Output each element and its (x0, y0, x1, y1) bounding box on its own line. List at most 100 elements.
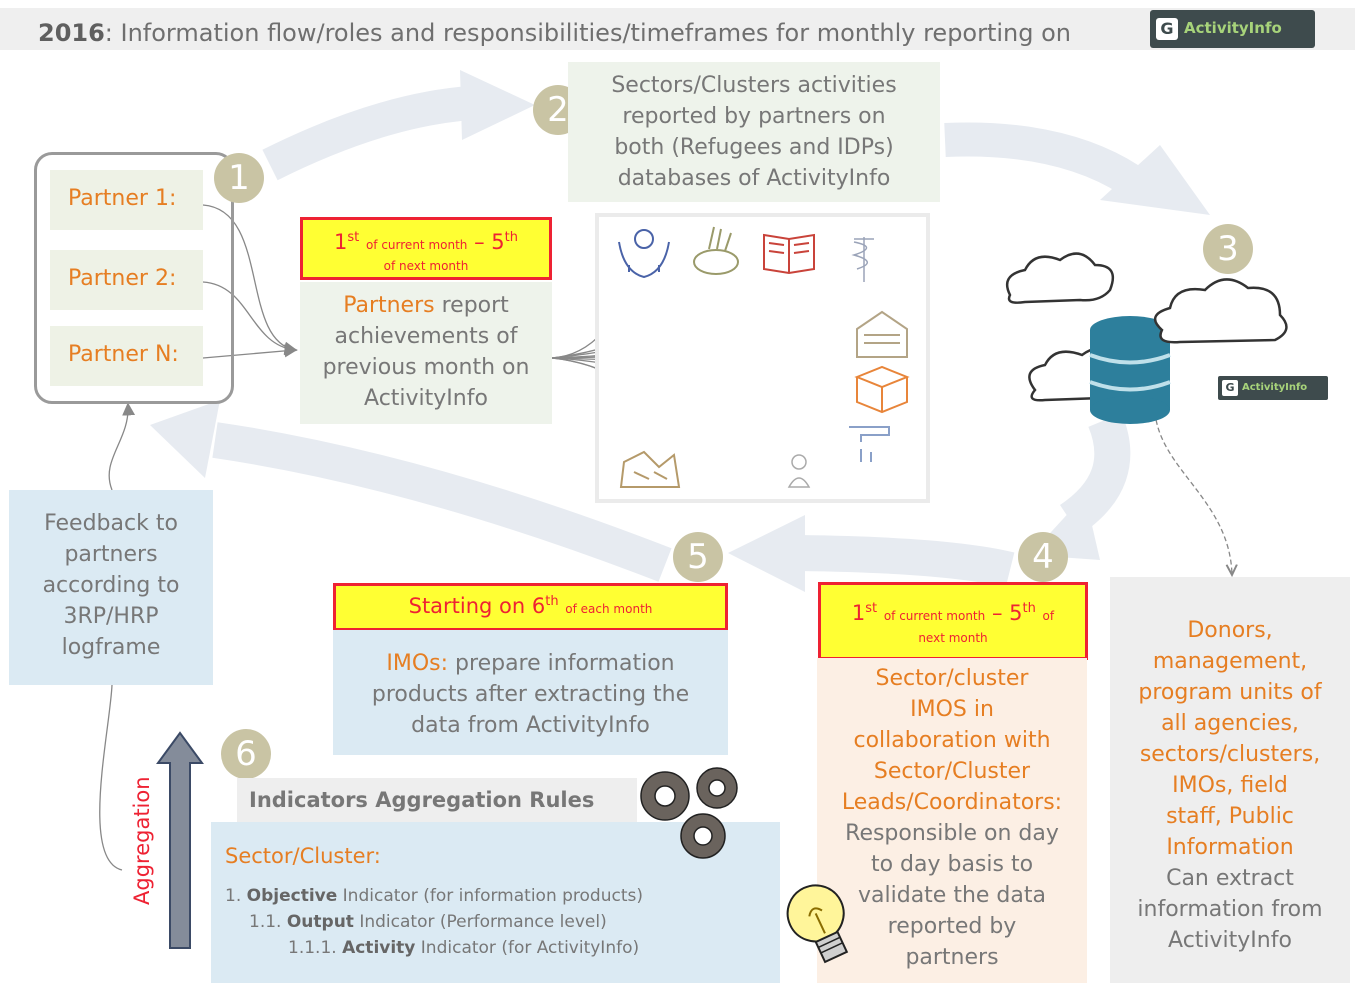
imo-line: prepare information (448, 651, 675, 676)
cloud-front-icon (1153, 278, 1288, 344)
step-3-badge: 3 (1203, 224, 1253, 274)
activityinfo-cloud-database (1005, 252, 1288, 424)
step-4-badge: 4 (1018, 532, 1068, 582)
sector-icons-drawing (618, 226, 910, 488)
step-1-badge: 1 (214, 153, 264, 203)
flow-arrow-1-to-2 (262, 70, 535, 181)
title-text: : Information flow/roles and responsibil… (104, 19, 1072, 47)
sector-imo-line: Responsible on day (845, 821, 1059, 846)
partner-2-box: Partner 2: (50, 250, 203, 310)
sector-imo-line: reported by (887, 914, 1017, 939)
flow-arrow-5-to-1 (150, 400, 672, 582)
v-period-end-sup: th (1022, 601, 1036, 616)
indicator-text: Indicator (for information products) (337, 886, 643, 906)
partner-1-box: Partner 1: (50, 170, 203, 230)
sector-imo-highlight: IMOS in (910, 697, 994, 722)
period-start-sup: st (347, 230, 360, 245)
indicator-bold: Activity (342, 938, 416, 958)
period-end-num: 5 (491, 230, 505, 254)
flow-arrow-4-to-5 (728, 515, 1015, 592)
validation-period-badge: 1st of current month – 5th of next month (818, 582, 1088, 660)
cloud-activityinfo-logo: G ActivityInfo (1218, 376, 1328, 400)
imo-period-sup: th (545, 594, 559, 609)
activityinfo-logo: G ActivityInfo (1150, 10, 1315, 48)
education-icon (763, 233, 815, 275)
indicator-text: Indicator (for ActivityInfo) (415, 938, 640, 958)
partners-report-line: previous month on (322, 355, 530, 380)
imo-period-text: Starting on 6 (408, 594, 546, 618)
step-6-badge: 6 (221, 729, 271, 779)
donors-highlight: Donors, (1187, 618, 1273, 643)
imo-period-badge: Starting on 6th of each month (333, 583, 728, 631)
period-dash: – (474, 230, 485, 254)
food-security-icon (693, 226, 739, 275)
sectors-line: databases of ActivityInfo (617, 166, 891, 191)
child-protection-icon (787, 454, 811, 488)
sector-imo-line: to day basis to (870, 852, 1034, 877)
donors-line: Can extract (1166, 866, 1294, 891)
feedback-line: according to (42, 573, 180, 598)
aggregation-arrow (156, 731, 204, 949)
title-year: 2016 (38, 19, 105, 47)
indicator-num: 1.1.1. (288, 938, 337, 958)
partners-report-line: achievements of (334, 324, 518, 349)
donors-box: Donors, management, program units of all… (1110, 577, 1350, 983)
period-end-sup: th (504, 230, 518, 245)
imo-line: products after extracting the (371, 682, 690, 707)
imo-products-box: IMOs: prepare information products after… (333, 630, 728, 755)
sectors-activities-box: Sectors/Clusters activities reported by … (568, 62, 940, 202)
indicator-text: Indicator (Performance level) (353, 912, 607, 932)
v-period-start-sup: st (865, 601, 878, 616)
activityinfo-logo-text: ActivityInfo (1184, 19, 1282, 37)
activityinfo-logo-icon: G (1156, 18, 1178, 40)
partners-report-line: report (434, 293, 509, 318)
donors-highlight: IMOs, field (1172, 773, 1288, 798)
protection-icon (618, 229, 670, 279)
imos-highlight: IMOs: (386, 651, 449, 676)
feedback-line: partners (64, 542, 158, 567)
indicator-level-3: 1.1.1. Activity Indicator (for ActivityI… (288, 938, 639, 958)
feedback-connector (99, 684, 123, 871)
donors-highlight: program units of (1138, 680, 1322, 705)
donors-highlight: all agencies, (1161, 711, 1299, 736)
partners-frame (34, 152, 234, 404)
v-period-dash: – (991, 601, 1003, 625)
sectors-line: reported by partners on (622, 104, 886, 129)
period-start-small: of current month (365, 238, 468, 252)
sector-imo-highlight: Sector/cluster (875, 666, 1029, 691)
partners-report-line: ActivityInfo (364, 386, 488, 411)
sector-imo-highlight: Leads/Coordinators: (841, 790, 1063, 815)
donors-highlight: staff, Public (1166, 804, 1294, 829)
partners-highlight: Partners (343, 293, 435, 318)
sector-imo-line: validate the data (858, 883, 1046, 908)
donors-highlight: Information (1166, 835, 1294, 860)
partner-n-box: Partner N: (50, 326, 203, 386)
reporting-period-badge: 1st of current month – 5th of next month (300, 217, 552, 280)
indicator-level-2: 1.1. Output Indicator (Performance level… (249, 912, 607, 932)
period-start-num: 1 (334, 230, 348, 254)
page-title: 2016: Information flow/roles and respons… (0, 8, 1355, 50)
v-period-end-num: 5 (1009, 601, 1023, 625)
feedback-line: 3RP/HRP (63, 604, 159, 629)
sector-imo-highlight: collaboration with (853, 728, 1051, 753)
imo-period-small: of each month (565, 602, 653, 616)
health-icon (851, 237, 874, 282)
indicator-level-1: 1. Objective Indicator (for information … (225, 886, 643, 906)
indicators-title: Indicators Aggregation Rules (237, 778, 637, 822)
sectors-line: Sectors/Clusters activities (611, 73, 897, 98)
wash-icon (849, 426, 890, 462)
livelihoods-icon (619, 450, 681, 488)
database-icon (1089, 316, 1171, 424)
sector-imo-line: partners (905, 945, 999, 970)
shelter-icon (856, 310, 908, 358)
indicator-num: 1.1. (249, 912, 282, 932)
indicators-sector: Sector/Cluster: (225, 844, 381, 868)
gears-icon (640, 767, 738, 859)
period-end-small: of next month (383, 259, 469, 273)
donors-line: information from (1137, 897, 1323, 922)
indicator-bold: Output (286, 912, 354, 932)
feedback-line: Feedback to (44, 511, 178, 536)
flow-arrow-2-to-3 (944, 122, 1210, 215)
v-period-start-small: of current month (883, 609, 986, 623)
indicator-num: 1. (225, 886, 242, 906)
